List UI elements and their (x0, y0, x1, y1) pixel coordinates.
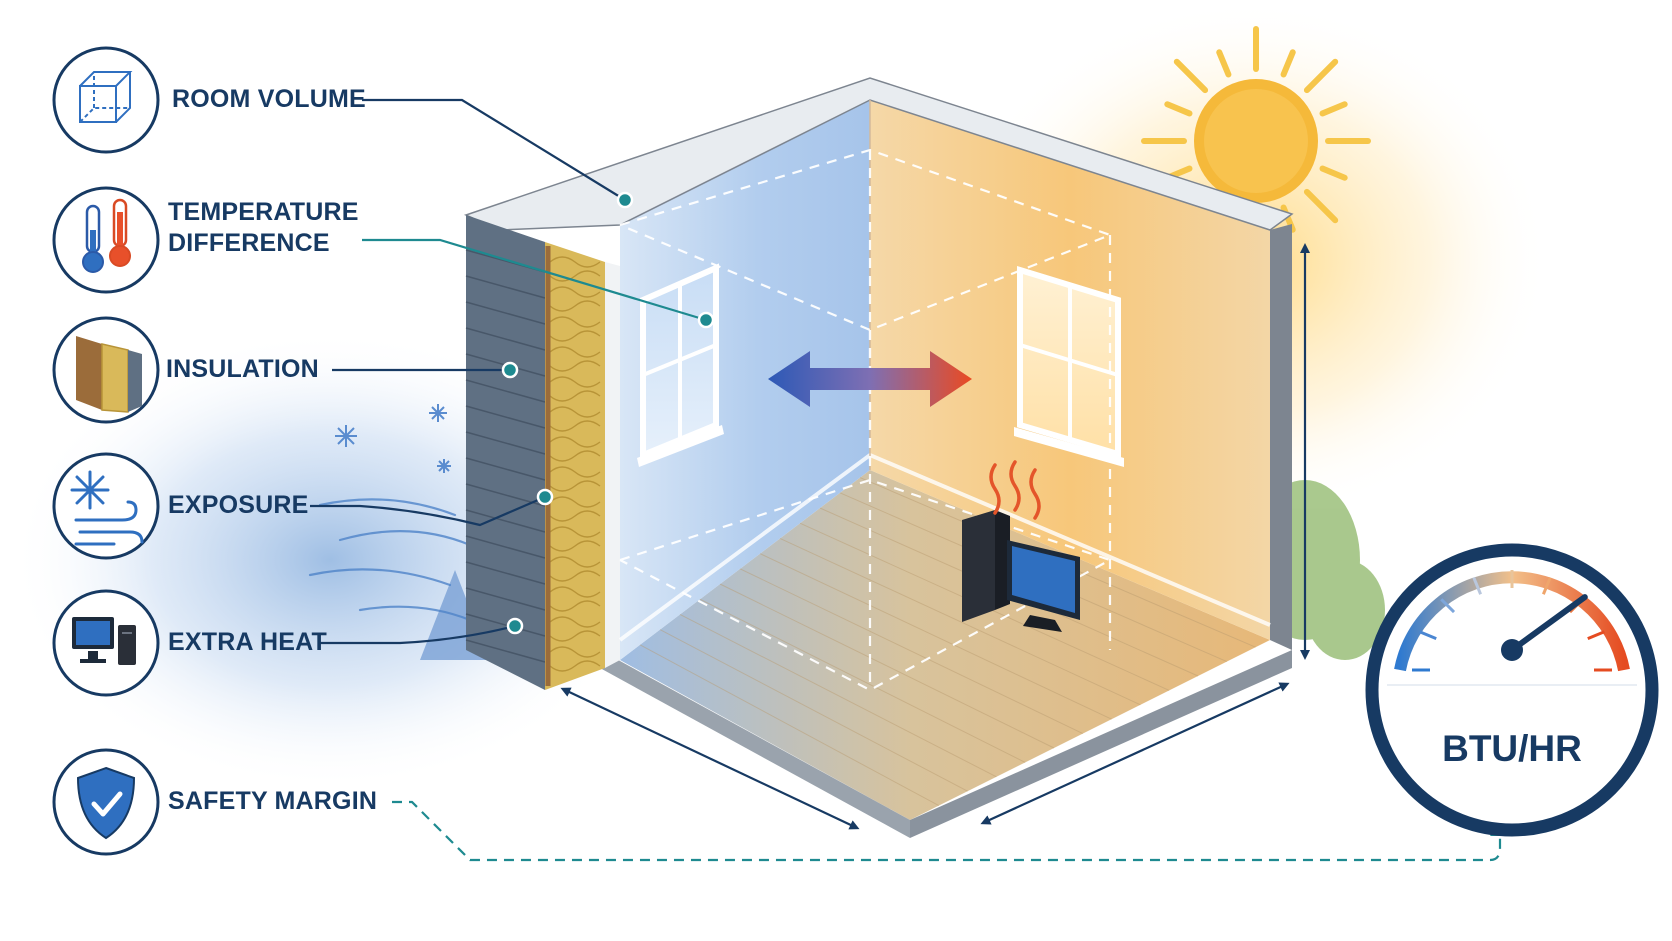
heat-transfer-arrow (768, 351, 972, 407)
back-left-wall (620, 100, 870, 660)
label-insulation: INSULATION (166, 355, 319, 383)
leader-lines (310, 98, 1510, 862)
cube-icon (52, 46, 160, 154)
thermometers-icon (52, 186, 160, 294)
computer-heat-source (962, 460, 1080, 632)
gauge-needle (1509, 594, 1588, 653)
snowflake-wind-icon (52, 452, 160, 560)
label-temperature-difference: TEMPERATURE DIFFERENCE (168, 197, 359, 259)
insulation-icon (52, 316, 160, 424)
drywall-layer (605, 262, 620, 668)
label-room-volume: ROOM VOLUME (172, 85, 366, 113)
right-wall-edge (1270, 224, 1292, 650)
insulation-layer (545, 242, 605, 690)
shield-check-icon (52, 748, 160, 856)
leader-dots (501, 191, 715, 635)
label-safety-margin: SAFETY MARGIN (168, 787, 378, 815)
dimension-arrows (560, 243, 1310, 830)
label-exposure: EXPOSURE (168, 491, 309, 519)
wind-streaks (308, 498, 472, 622)
room (463, 77, 1294, 838)
computer-icon (52, 589, 160, 697)
label-temperature: TEMPERATURE (168, 198, 359, 226)
gauge-label: BTU/HR (1442, 728, 1582, 769)
factor-icons (52, 46, 160, 856)
label-difference: DIFFERENCE (168, 229, 330, 257)
window-warm (1014, 265, 1124, 467)
wall-top-cap (463, 77, 1294, 231)
label-extra-heat: EXTRA HEAT (168, 628, 327, 656)
window-cold (637, 263, 724, 467)
snowflake-decor (335, 404, 451, 473)
gauge-icon (1365, 543, 1659, 837)
